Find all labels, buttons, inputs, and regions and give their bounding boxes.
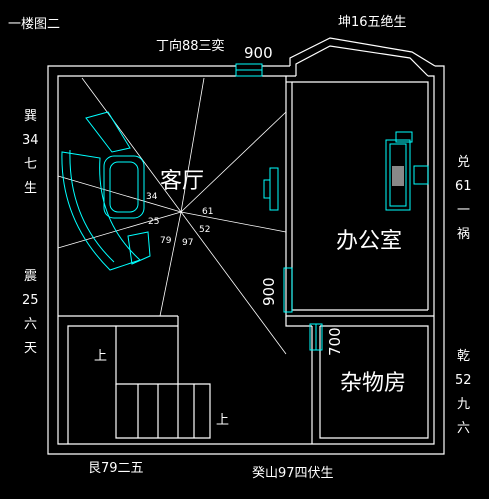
direction-right-upper: 一	[457, 203, 470, 218]
sector-lines	[57, 77, 287, 355]
direction-left-upper: 34	[22, 133, 39, 148]
office-desk	[385, 139, 411, 211]
room-living: 客厅	[160, 169, 204, 194]
direction-left-lower: 25	[22, 293, 39, 308]
direction-right-upper: 兑	[457, 155, 470, 170]
sector-number: 79	[160, 236, 172, 246]
direction-right-lower: 52	[455, 373, 472, 388]
sofa-top	[85, 111, 131, 153]
sector-number: 61	[202, 207, 213, 217]
stairs-up-left: 上	[94, 349, 107, 364]
direction-right-upper: 61	[455, 179, 472, 194]
sector-number: 34	[146, 192, 158, 202]
direction-left-lower: 震	[24, 269, 37, 284]
fixtures	[61, 63, 429, 351]
plan-title: 一楼图二	[8, 17, 60, 32]
direction-left-lower: 六	[24, 317, 37, 332]
direction-left-upper: 七	[24, 157, 37, 172]
sector-number: 97	[182, 238, 193, 248]
direction-right-lower: 六	[457, 421, 470, 436]
sector-number: 52	[199, 225, 210, 235]
dim-storage-door: 700	[326, 327, 344, 356]
direction-top-right: 坤16五绝生	[338, 14, 407, 30]
direction-top: 丁向88三奕	[156, 38, 225, 54]
room-storage: 杂物房	[340, 371, 406, 396]
walls	[47, 37, 445, 455]
direction-left-upper: 巽	[24, 109, 37, 124]
stairs-up-right: 上	[216, 413, 229, 428]
dim-top-window: 900	[244, 44, 273, 62]
direction-left-lower: 天	[24, 341, 37, 356]
office-door	[283, 267, 293, 313]
coffee-table	[103, 155, 145, 219]
office-chair	[413, 165, 429, 185]
room-office: 办公室	[336, 229, 402, 254]
direction-right-lower: 乾	[457, 349, 470, 364]
sofa-curve	[61, 151, 141, 271]
direction-right-lower: 九	[457, 397, 470, 412]
dim-office-door: 900	[260, 277, 278, 306]
direction-left-upper: 生	[24, 181, 37, 196]
direction-bottom: 癸山97四伏生	[252, 466, 334, 481]
sector-number: 25	[148, 217, 159, 227]
computer	[392, 166, 404, 186]
labels: 一楼图二 丁向88三奕 坤16五绝生 艮79二五 癸山97四伏生 900 900…	[8, 14, 472, 481]
direction-right-upper: 祸	[457, 227, 470, 242]
tv	[269, 167, 279, 211]
direction-bottom-left: 艮79二五	[88, 461, 144, 476]
